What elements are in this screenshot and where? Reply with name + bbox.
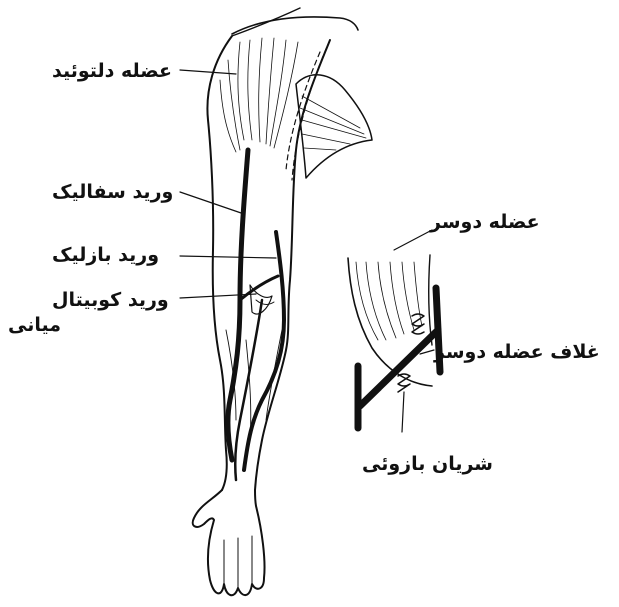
finger-lines xyxy=(224,536,252,588)
label-median-cubital-vein-line1: ورید کوبیتال xyxy=(52,291,169,310)
label-deltoid-muscle: عضله دلتوئید xyxy=(52,62,172,81)
inset-biceps-detail xyxy=(348,255,440,428)
coiled-vessel-upper xyxy=(412,314,424,334)
label-biceps-sheath: غلاف عضله دوسر xyxy=(434,343,600,362)
label-median-cubital-vein-line2: میانی xyxy=(8,316,61,335)
leader-sheath xyxy=(420,350,434,354)
cephalic-vein xyxy=(228,150,248,460)
shoulder-outline xyxy=(232,17,358,34)
leader-artery xyxy=(402,392,404,432)
biceps-sheath-bar-3 xyxy=(360,330,438,406)
leader-deltoid xyxy=(180,70,236,74)
upper-arm-front-outline xyxy=(255,40,330,490)
coiled-vessel-lower xyxy=(398,374,410,392)
label-brachial-artery: شریان بازوئی xyxy=(362,455,493,474)
hand-outline xyxy=(193,490,265,595)
deep-vessel-dashed-1 xyxy=(292,40,330,180)
pectoral-muscle xyxy=(296,75,372,178)
biceps-striations xyxy=(356,262,422,340)
deltoid-striations xyxy=(220,38,298,152)
label-cephalic-vein: ورید سفالیک xyxy=(52,183,173,202)
leader-basilic xyxy=(180,256,276,258)
leader-biceps xyxy=(394,230,432,250)
label-basilic-vein: ورید بازلیک xyxy=(52,246,159,265)
label-biceps-muscle: عضله دوسر xyxy=(430,213,540,232)
